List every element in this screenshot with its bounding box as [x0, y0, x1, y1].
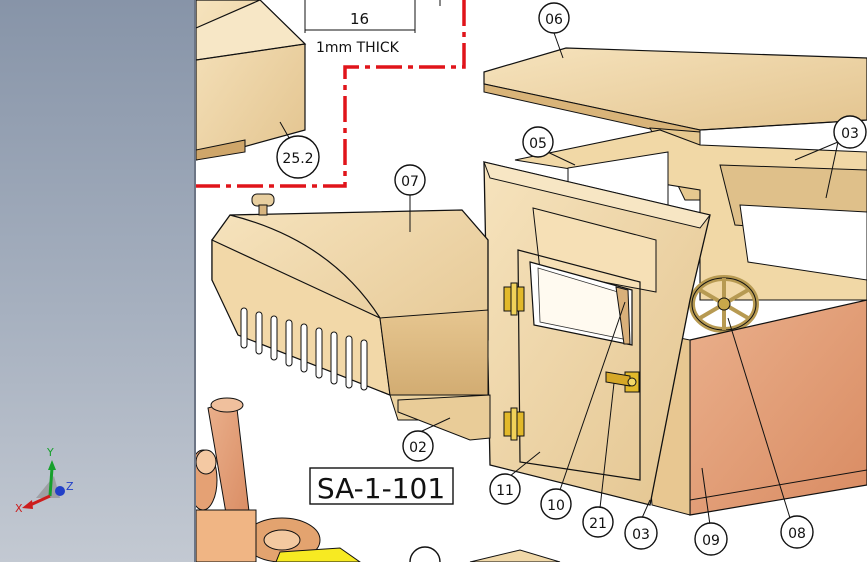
part-wheels-axle[interactable]	[196, 397, 361, 562]
dimension-width-value: 16	[350, 10, 369, 28]
exploded-assembly-drawing[interactable]: 16 1mm THICK 25.2 06	[196, 0, 867, 562]
part-steering-wheel-08[interactable]	[689, 275, 759, 333]
partial-balloon-bottom	[409, 546, 441, 562]
balloon-25-2[interactable]: 25.2	[282, 151, 313, 167]
axis-triad-icon: Y X Z	[15, 446, 74, 515]
part-block-25-2[interactable]	[196, 0, 307, 161]
balloon-08[interactable]: 08	[788, 526, 806, 542]
drawing-number-box: SA-1-101	[309, 467, 454, 505]
balloon-09[interactable]: 09	[702, 533, 720, 549]
model-tree-panel: Y X Z	[0, 0, 196, 562]
part-cab-side-door-11[interactable]	[483, 161, 711, 506]
balloon-11[interactable]: 11	[496, 483, 514, 499]
balloon-02[interactable]: 02	[409, 440, 427, 456]
balloon-05[interactable]: 05	[529, 136, 547, 152]
part-hood-07[interactable]	[211, 193, 489, 421]
axis-x-label: X	[15, 502, 23, 515]
hood-vent-slots	[240, 307, 368, 391]
dimension-thickness-note: 1mm THICK	[316, 40, 400, 56]
balloon-21[interactable]: 21	[589, 516, 607, 532]
drawing-number: SA-1-101	[317, 472, 445, 505]
balloon-10[interactable]: 10	[547, 498, 565, 514]
door-latch-21-icon	[605, 371, 640, 393]
balloon-03-bottom[interactable]: 03	[632, 527, 650, 543]
door-hinge-upper-icon	[503, 282, 525, 316]
balloon-03-top[interactable]: 03	[841, 126, 859, 142]
axis-y-label: Y	[46, 446, 54, 459]
balloon-06[interactable]: 06	[545, 12, 563, 28]
section-boundary-line	[196, 0, 466, 188]
axis-z-label: Z	[66, 480, 74, 493]
dimension-callout: 16 1mm THICK	[304, 0, 441, 56]
door-hinge-lower-icon	[503, 407, 525, 441]
drawing-canvas: 16 1mm THICK 25.2 06	[196, 0, 867, 562]
part-chassis-02[interactable]	[397, 394, 491, 441]
balloon-07[interactable]: 07	[401, 174, 419, 190]
